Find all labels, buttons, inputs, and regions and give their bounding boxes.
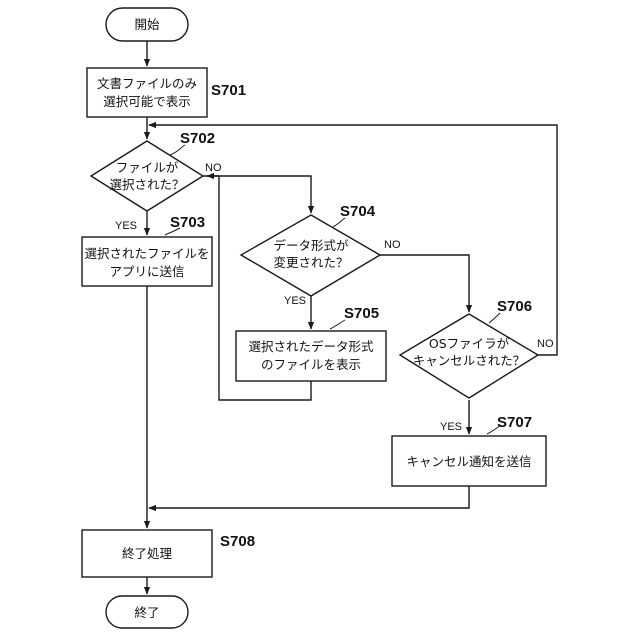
node-s708: 終了処理 S708 [82,530,255,577]
s701-step-label: S701 [211,82,246,99]
s707-step-label: S707 [497,414,532,431]
s702-decision-diamond [91,141,203,211]
s708-text-line-1: 終了処理 [122,546,173,561]
s704-text-line-2: 変更された？ [273,255,348,270]
s706-text-line-2: キャンセルされた？ [413,353,526,368]
s706-step-label: S706 [497,298,532,315]
s704-no-label: NO [384,239,401,251]
s701-text-line-1: 文書ファイルのみ [97,76,197,91]
s702-text-line-1: ファイルが [116,160,179,175]
s704-yes-label: YES [284,295,306,307]
s708-step-label: S708 [220,533,255,550]
s705-text-line-2: のファイルを表示 [261,357,361,372]
end-label: 終了 [134,605,159,620]
s705-leader [330,320,345,329]
s706-no-label: NO [537,338,554,350]
s706-text-line-1: OSファイラが [429,336,510,351]
start-label: 開始 [134,17,160,32]
s704-text-line-1: データ形式が [273,238,349,253]
node-s704: データ形式が 変更された？ S704 NO YES [241,203,401,307]
node-s701: 文書ファイルのみ 選択可能で表示 S701 [87,68,246,117]
s701-text-line-2: 選択可能で表示 [103,94,191,109]
s702-step-label: S702 [180,130,215,147]
node-start: 開始 [106,8,188,41]
s704-step-label: S704 [340,203,376,220]
s703-step-label: S703 [170,214,205,231]
s703-text-line-1: 選択されたファイルを [84,246,209,261]
s706-yes-label: YES [440,421,462,433]
arrow-s707-to-merge [149,486,469,508]
s705-text-line-1: 選択されたデータ形式 [248,339,374,354]
s705-step-label: S705 [344,305,379,322]
s707-text-line-1: キャンセル通知を送信 [406,454,531,469]
s703-text-line-2: アプリに送信 [109,264,184,279]
arrow-s704-no-to-s706 [380,255,469,312]
node-end: 終了 [106,596,188,628]
node-s706: OSファイラが キャンセルされた？ S706 NO YES [400,298,554,433]
s702-text-line-2: 選択された？ [109,177,184,192]
s702-yes-label: YES [115,220,137,232]
s702-no-label: NO [205,162,222,174]
